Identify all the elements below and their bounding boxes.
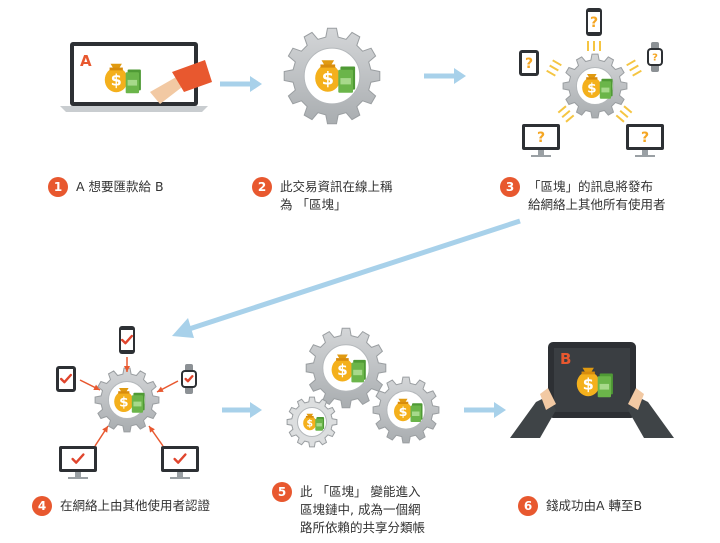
- broadcast-rays-3c: [626, 59, 642, 77]
- recipient-letter-b: B: [560, 350, 571, 368]
- money-bag-icon-1: $: [104, 63, 128, 93]
- dollar-sign-icon: $: [337, 361, 348, 379]
- cash-stack-icon-3: [599, 78, 613, 99]
- checkmark-icon-4c: [184, 375, 194, 383]
- step-4-text: 在網絡上由其他使用者認證: [60, 498, 211, 513]
- arrow-right-icon-4: [464, 402, 506, 418]
- cash-stack-icon-5c: [315, 417, 325, 431]
- checkmark-icon-4d: [71, 453, 85, 464]
- step-5-number: 5: [272, 482, 292, 502]
- step-6-number: 6: [518, 496, 538, 516]
- right-hand-icon: [628, 388, 644, 410]
- question-mark-icon-3a: ?: [590, 15, 598, 31]
- arrow-right-icon-2: [424, 68, 466, 84]
- verify-arrow-icon-3: [156, 380, 179, 393]
- money-bag-icon-3: $: [582, 74, 602, 98]
- question-mark-icon-3b: ?: [525, 56, 533, 72]
- verify-arrow-icon-4: [94, 425, 109, 447]
- money-bag-icon-2: $: [315, 60, 341, 92]
- cash-stack-icon-1: [125, 69, 141, 94]
- broadcast-rays-3b: [546, 59, 562, 77]
- step-1: 1 A 想要匯款給 B: [48, 177, 164, 197]
- question-mark-icon-3d: ?: [537, 130, 545, 146]
- broadcast-rays-3d: [557, 105, 575, 123]
- money-bag-icon-6: $: [576, 367, 600, 397]
- left-hand-icon: [540, 388, 556, 410]
- question-mark-icon-3e: ?: [641, 130, 649, 146]
- step-3-text: 「區塊」的訊息將發布 給網絡上其他所有使用者: [528, 179, 666, 212]
- step-2-text: 此交易資訊在線上稱 為 「區塊」: [280, 179, 393, 212]
- watch-icon-3c: [647, 42, 663, 72]
- step-2-number: 2: [252, 177, 272, 197]
- cash-stack-icon-6: [597, 373, 613, 398]
- step-1-text: A 想要匯款給 B: [76, 179, 164, 194]
- checkmark-icon-4a: [121, 334, 133, 345]
- left-arm-icon: [510, 396, 556, 438]
- step-2: 2 此交易資訊在線上稱 為 「區塊」: [252, 177, 393, 214]
- arrow-right-icon-3: [222, 402, 262, 418]
- money-bag-icon-5c: $: [303, 413, 317, 431]
- dollar-sign-icon: $: [587, 80, 596, 96]
- question-mark-icon-3c: ?: [652, 53, 658, 64]
- hand-icon: [150, 76, 186, 104]
- dollar-sign-icon: $: [322, 68, 334, 89]
- illustration-layer: A $ $ $????? $ $ $ $ B $: [56, 8, 674, 479]
- broadcast-rays-3a: [587, 41, 601, 51]
- monitor-icon-3d: [522, 124, 560, 157]
- broadcast-rays-3e: [615, 105, 633, 123]
- verify-arrow-icon-1: [124, 357, 130, 372]
- dollar-sign-icon: $: [399, 405, 408, 420]
- sleeve-icon: [172, 60, 212, 92]
- verify-arrow-icon-5: [148, 425, 164, 447]
- money-bag-icon-5b: $: [394, 398, 412, 422]
- money-bag-icon-5a: $: [331, 354, 354, 382]
- step-4: 4 在網絡上由其他使用者認證: [32, 496, 211, 516]
- monitor-icon-4e: [161, 446, 199, 479]
- cash-stack-icon-5a: [351, 359, 366, 383]
- verify-arrow-icon-2: [79, 379, 101, 391]
- step-6: 6 錢成功由A 轉至B: [518, 496, 643, 516]
- step-3: 3 「區塊」的訊息將發布 給網絡上其他所有使用者: [500, 177, 666, 214]
- step-4-number: 4: [32, 496, 52, 516]
- right-arm-icon: [628, 396, 674, 438]
- tablet-icon-3b: [519, 50, 539, 76]
- step-5: 5 此 「區塊」 變能進入 區塊鏈中, 成為一個網 路所依賴的共享分類帳: [272, 482, 426, 537]
- smartphone-icon-3a: [586, 8, 602, 36]
- step-1-number: 1: [48, 177, 68, 197]
- dollar-sign-icon: $: [583, 375, 594, 394]
- sender-letter-a: A: [80, 52, 92, 70]
- checkmark-icon-4b: [60, 373, 72, 384]
- checkmark-icon-4e: [173, 453, 187, 464]
- step-3-number: 3: [500, 177, 520, 197]
- step-6-text: 錢成功由A 轉至B: [546, 498, 643, 513]
- dollar-sign-icon: $: [307, 418, 314, 429]
- money-bag-icon-4: $: [114, 388, 134, 412]
- arrow-right-icon-1: [220, 76, 262, 92]
- cash-stack-icon-4: [131, 392, 145, 413]
- monitor-icon-3e: [626, 124, 664, 157]
- monitor-icon-4d: [59, 446, 97, 479]
- arrow-long-diagonal-icon: [172, 218, 521, 338]
- dollar-sign-icon: $: [111, 71, 122, 90]
- cash-stack-icon-2: [338, 66, 356, 93]
- step-5-text: 此 「區塊」 變能進入 區塊鏈中, 成為一個網 路所依賴的共享分類帳: [300, 484, 426, 535]
- cash-stack-icon-5b: [410, 403, 423, 422]
- dollar-sign-icon: $: [119, 394, 128, 410]
